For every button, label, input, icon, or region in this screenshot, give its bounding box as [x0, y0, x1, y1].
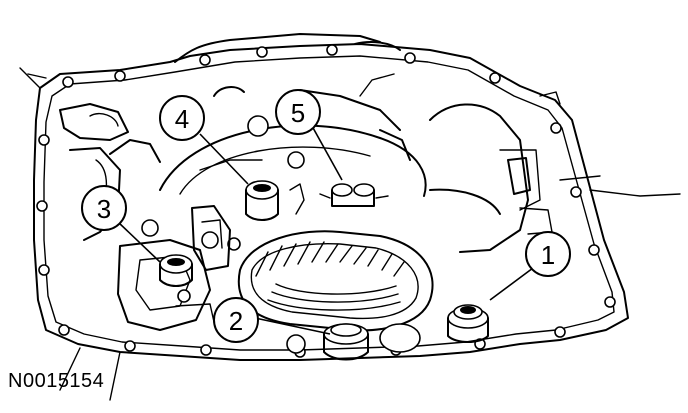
callout-4: 4 — [159, 95, 205, 141]
leader-lines — [117, 125, 534, 335]
svg-text:3: 3 — [97, 194, 111, 224]
seal-1 — [447, 304, 489, 343]
callout-1: 1 — [525, 231, 571, 277]
seal-3 — [159, 254, 193, 287]
callout-3: 3 — [81, 185, 127, 231]
seal-2 — [286, 323, 421, 361]
case-internals — [59, 73, 553, 331]
svg-text:1: 1 — [541, 240, 555, 270]
callout-2: 2 — [213, 297, 259, 343]
figure-id-label: N0015154 — [8, 370, 105, 392]
svg-text:4: 4 — [175, 104, 189, 134]
seal-4 — [245, 180, 305, 221]
svg-text:2: 2 — [229, 306, 243, 336]
drive-chain — [237, 230, 434, 332]
seal-5 — [319, 183, 389, 207]
svg-text:5: 5 — [291, 98, 305, 128]
callout-5: 5 — [275, 89, 321, 135]
